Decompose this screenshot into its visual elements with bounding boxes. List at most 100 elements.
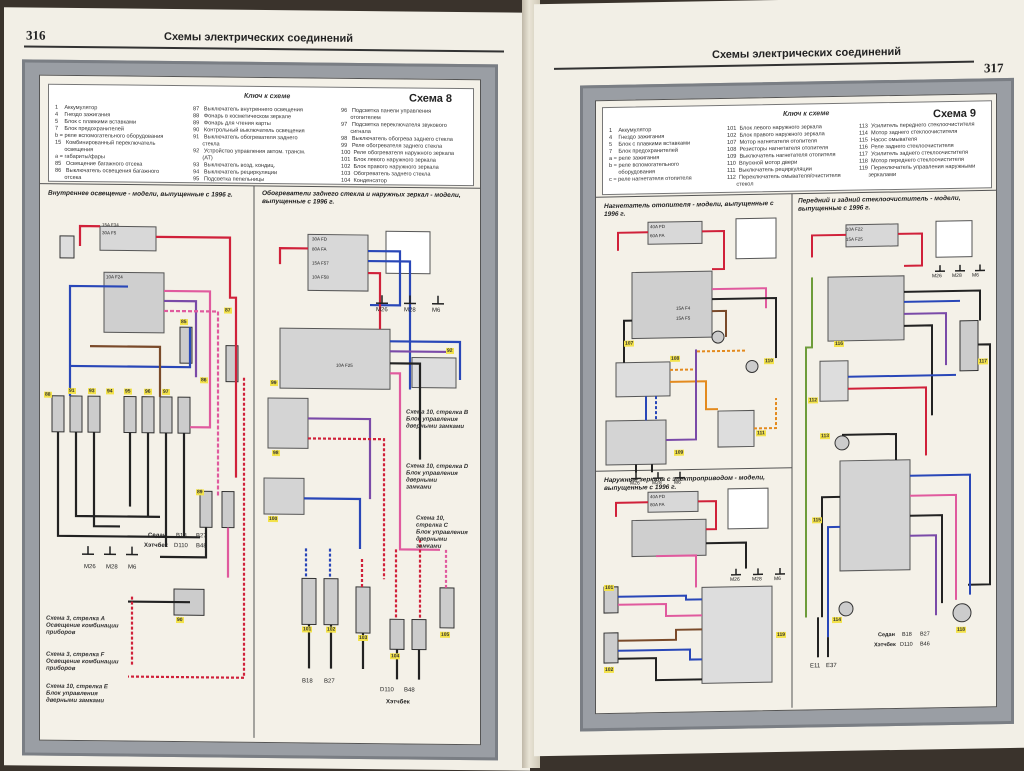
fuse-label-2: 30A F5 xyxy=(102,230,117,236)
right-fuse-label-4: 15A F5 xyxy=(676,315,691,321)
tag-r115: 115 xyxy=(812,517,823,524)
left-wiring-diagram xyxy=(40,183,480,738)
right-fuse-label-6: 80A FA xyxy=(650,501,665,508)
bottom-code-2: B27 xyxy=(324,678,335,685)
right-fuse-label-7: 10A F22 xyxy=(846,226,863,232)
cap-104 xyxy=(389,618,405,650)
right-fuse-label-8: 15A F25 xyxy=(846,236,863,242)
tag-r110: 110 xyxy=(764,358,775,365)
right-ground-label-3: M6 xyxy=(432,307,441,314)
left-note-1: Схема 3, стрелка A Освещение комбинации … xyxy=(46,615,119,636)
relay-100 xyxy=(263,477,305,515)
right-section-top-rule xyxy=(596,189,996,198)
tag-99: 99 xyxy=(270,380,278,387)
mirror-102 xyxy=(323,578,339,626)
mirror-101 xyxy=(301,577,317,626)
tag-105: 105 xyxy=(440,631,451,638)
right-ground-label-2: M28 xyxy=(404,307,416,314)
mirror-ground-1: M26 xyxy=(730,576,740,583)
left-page: 316 Схемы электрических соединений Ключ … xyxy=(4,7,530,771)
code-b18: B18 xyxy=(176,533,187,540)
wiper-ground-3: M6 xyxy=(972,272,979,279)
tag-r114: 114 xyxy=(832,616,843,624)
tag-96: 96 xyxy=(144,388,152,395)
left-note-3: Схема 10, стрелка E Блок управления двер… xyxy=(46,683,108,705)
tag-r102: 102 xyxy=(604,666,615,674)
left-ground-label-1: M26 xyxy=(84,564,96,571)
blower-connector-grid xyxy=(735,217,777,260)
right-page-number: 317 xyxy=(984,60,1004,76)
tag-104: 104 xyxy=(390,653,401,660)
tag-r118: 118 xyxy=(956,626,967,633)
recirc-switch-111 xyxy=(717,409,755,448)
wiper-relay-unit xyxy=(839,459,911,572)
tag-89: 89 xyxy=(196,489,204,496)
code-b27: B27 xyxy=(196,533,207,540)
wiper-connector-grid xyxy=(935,220,973,258)
blower-ground-1: M26 xyxy=(630,480,640,487)
fuse-label-4: 30A FD xyxy=(312,236,328,242)
tag-103: 103 xyxy=(358,634,369,642)
wiper-code-e11: E11 xyxy=(810,663,821,670)
code-d110: D110 xyxy=(174,543,188,550)
wiper-code-d110: D110 xyxy=(900,641,913,648)
right-fuse-label-5: 40A FD xyxy=(650,493,666,500)
mirror-connector-grid xyxy=(727,487,769,530)
blower-relay-box xyxy=(631,270,713,340)
mirror-ground-3: M6 xyxy=(774,575,781,583)
tag-101: 101 xyxy=(302,626,313,633)
washer-pump-114 xyxy=(838,601,854,617)
tag-91: 91 xyxy=(68,387,76,394)
left-diagram-frame: Ключ к схеме Схема 8 1 Аккумулятор 4 Гне… xyxy=(22,59,498,761)
tag-97: 97 xyxy=(162,388,170,395)
wiper-ground-2: M28 xyxy=(952,272,962,279)
right-page: Схемы электрических соединений 317 Ключ … xyxy=(534,0,1024,757)
tag-92: 92 xyxy=(446,347,454,354)
bottom-hatch-label: Хэтчбек xyxy=(386,699,410,706)
right-diagram-frame: Ключ к схеме Схема 9 1 Аккумулятор 4 Гне… xyxy=(580,77,1014,732)
wiper-code-b27: B27 xyxy=(920,631,930,638)
right-note-3: Схема 10, стрелка C Блок управления двер… xyxy=(416,515,468,550)
left-wires xyxy=(56,224,246,679)
fuse-label-6: 15A F57 xyxy=(312,260,329,266)
wiper-body-sedan: Седан xyxy=(878,631,895,639)
tag-86: 86 xyxy=(200,377,208,384)
fuse-label-8: 10A F25 xyxy=(336,362,353,368)
front-wiper-motor-118 xyxy=(952,603,972,623)
wiper-wires xyxy=(805,232,991,658)
wiper-code-e37: E37 xyxy=(826,662,837,670)
connector-grid xyxy=(385,230,431,275)
motor-110 xyxy=(745,359,759,373)
unit-105 xyxy=(439,587,455,629)
right-note-1: Схема 10, стрелка B Блок управления двер… xyxy=(406,409,469,431)
right-fuse-label-3: 15A F4 xyxy=(676,305,691,311)
blower-switch-109 xyxy=(605,419,667,466)
wiper-ground-1: M26 xyxy=(932,273,942,280)
tag-r112: 112 xyxy=(808,397,819,404)
connector-92 xyxy=(411,357,457,389)
left-page-number: 316 xyxy=(26,27,46,43)
bottom-code-4: B48 xyxy=(404,687,415,694)
blower-wires xyxy=(617,229,777,473)
wiper-motor-113 xyxy=(834,435,850,451)
tag-94: 94 xyxy=(106,388,114,395)
cap-104b xyxy=(411,619,427,651)
fuse-relay-box xyxy=(103,271,165,334)
right-fuse-box xyxy=(307,233,369,292)
tag-r107: 107 xyxy=(624,340,635,347)
relay-unit xyxy=(279,327,391,390)
right-page-header: Схемы электрических соединений xyxy=(712,45,902,62)
body-sedan-label: Седан xyxy=(148,532,167,539)
tag-98: 98 xyxy=(272,450,280,457)
blower-ground-2: M28 xyxy=(652,480,662,487)
tag-r113: 113 xyxy=(820,433,831,440)
motor-107 xyxy=(711,330,725,344)
wiper-code-b46: B46 xyxy=(920,641,930,648)
tag-r109: 109 xyxy=(674,449,685,456)
tag-r108: 108 xyxy=(670,355,681,362)
wiper-code-b18: B18 xyxy=(902,631,912,638)
wiper-switch-112 xyxy=(819,360,849,402)
fuse-label-7: 10A F58 xyxy=(312,274,329,280)
left-ground-label-2: M28 xyxy=(106,564,118,571)
tag-r119: 119 xyxy=(776,631,787,639)
